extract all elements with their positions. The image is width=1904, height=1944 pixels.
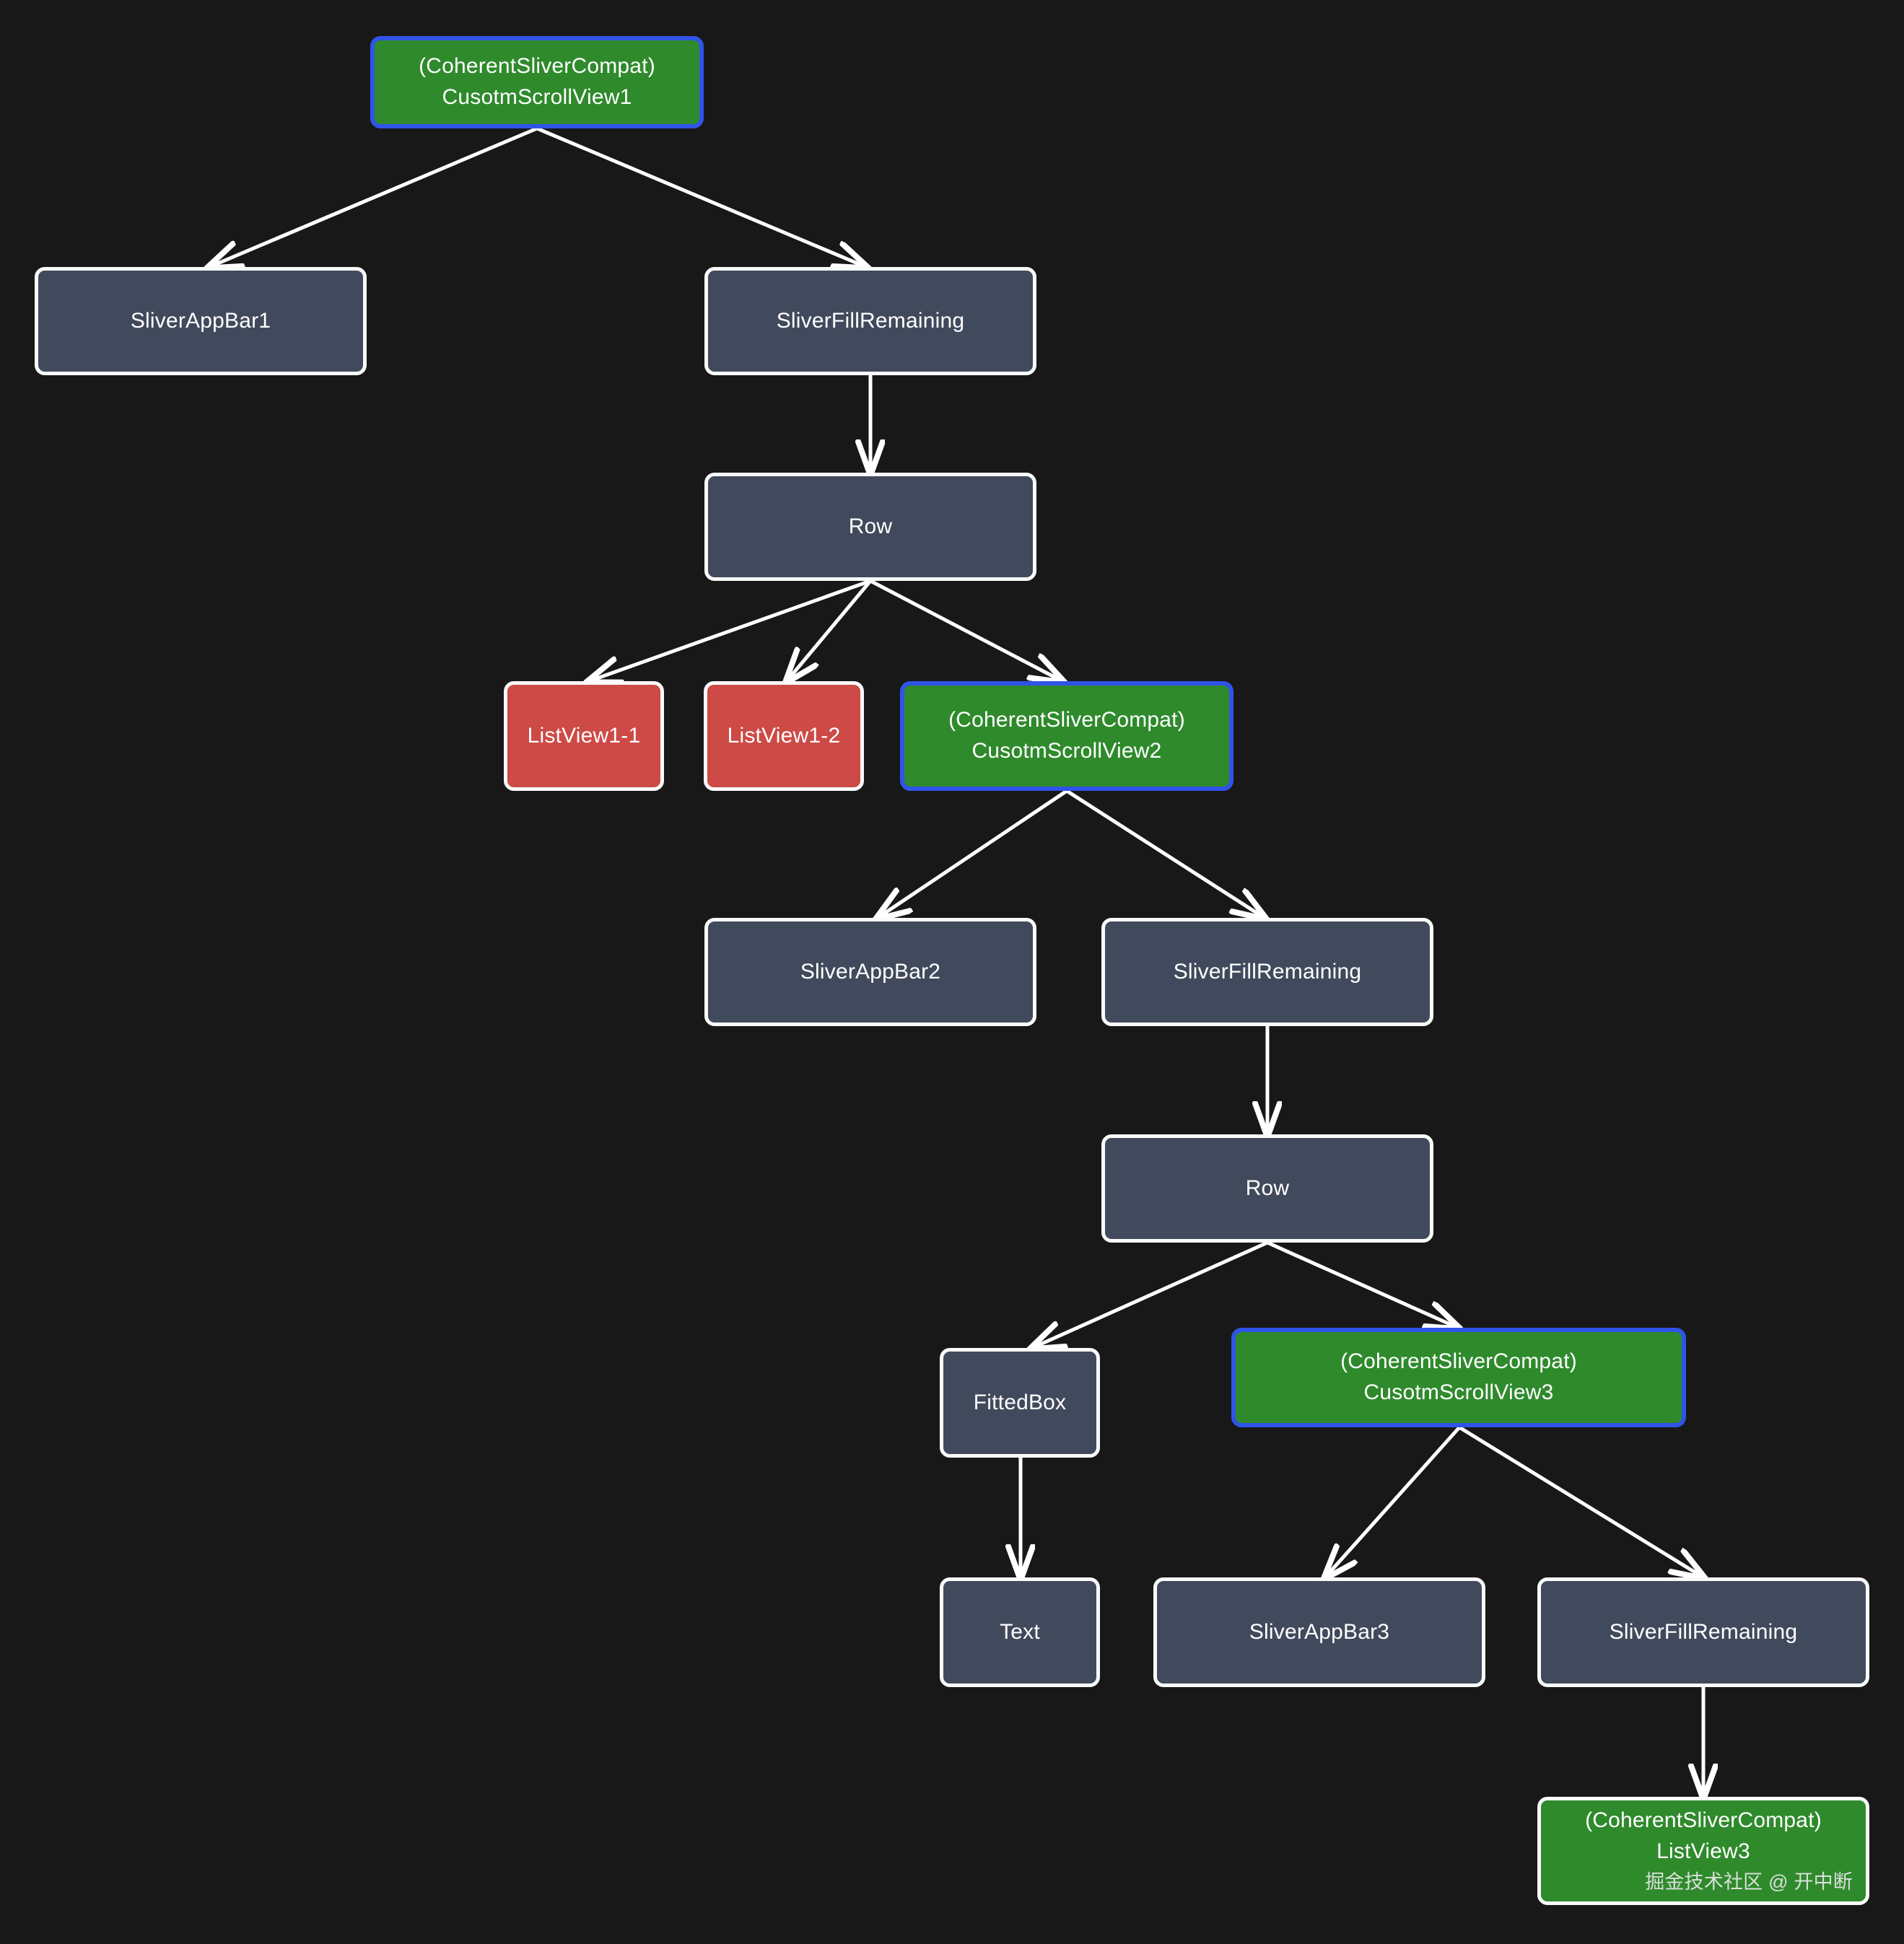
edge-row1-to-listview1-2 <box>787 579 872 681</box>
node-row1-label-1: Row <box>848 514 893 538</box>
node-text-label-1: Text <box>1000 1619 1040 1644</box>
node-sliverfillremaining3-label-1: SliverFillRemaining <box>1609 1619 1798 1644</box>
node-customscrollview2-label-2: CusotmScrollView2 <box>971 739 1162 763</box>
node-customscrollview1-label-2: CusotmScrollView1 <box>442 85 632 109</box>
node-sliverappbar1-label-1: SliverAppBar1 <box>130 308 271 333</box>
edge-customscrollview2-to-sliverfillremaining2 <box>1065 789 1265 918</box>
edge-customscrollview1-to-sliverfillremaining1 <box>536 126 866 267</box>
node-sliverfillremaining3[interactable]: SliverFillRemaining <box>1537 1577 1869 1687</box>
node-fittedbox-label-1: FittedBox <box>973 1390 1067 1414</box>
node-row2-label-1: Row <box>1245 1175 1290 1200</box>
node-text[interactable]: Text <box>940 1577 1100 1687</box>
edge-customscrollview2-to-sliverappbar2 <box>878 789 1068 918</box>
node-listview1-2[interactable]: ListView1-2 <box>704 681 864 791</box>
node-row2[interactable]: Row <box>1101 1134 1433 1243</box>
node-listview1-1[interactable]: ListView1-1 <box>504 681 664 791</box>
edge-row2-to-customscrollview3 <box>1266 1240 1458 1328</box>
node-customscrollview2[interactable]: (CoherentSliverCompat) CusotmScrollView2 <box>900 681 1233 791</box>
node-sliverappbar3-label-1: SliverAppBar3 <box>1249 1619 1390 1644</box>
watermark-text: 掘金技术社区 @ 开中断 <box>1645 1871 1853 1893</box>
edge-customscrollview3-to-sliverfillremaining3 <box>1458 1425 1703 1577</box>
node-sliverfillremaining2-label-1: SliverFillRemaining <box>1173 959 1362 984</box>
node-customscrollview3-label-1: (CoherentSliverCompat) <box>1340 1349 1577 1374</box>
edge-row1-to-customscrollview2 <box>869 579 1062 681</box>
node-customscrollview2-label-1: (CoherentSliverCompat) <box>948 708 1185 732</box>
node-listview3[interactable]: (CoherentSliverCompat) ListView3 掘金技术社区 @ … <box>1537 1797 1869 1905</box>
node-customscrollview3-label-2: CusotmScrollView3 <box>1363 1380 1554 1404</box>
node-sliverfillremaining1[interactable]: SliverFillRemaining <box>704 267 1036 375</box>
node-listview1-2-label-1: ListView1-2 <box>727 723 841 748</box>
node-customscrollview1[interactable]: (CoherentSliverCompat) CusotmScrollView1 <box>370 36 704 128</box>
node-sliverappbar1[interactable]: SliverAppBar1 <box>35 267 367 375</box>
node-row1[interactable]: Row <box>704 473 1036 581</box>
node-listview3-label-2: ListView3 <box>1656 1839 1750 1863</box>
edge-customscrollview3-to-sliverappbar3 <box>1325 1426 1461 1577</box>
node-sliverfillremaining2[interactable]: SliverFillRemaining <box>1101 918 1433 1026</box>
node-customscrollview1-label-1: (CoherentSliverCompat) <box>419 54 655 79</box>
node-customscrollview3[interactable]: (CoherentSliverCompat) CusotmScrollView3 <box>1231 1328 1686 1427</box>
node-sliverappbar2-label-1: SliverAppBar2 <box>800 959 941 984</box>
node-sliverappbar2[interactable]: SliverAppBar2 <box>704 918 1036 1026</box>
node-listview3-label-1: (CoherentSliverCompat) <box>1585 1808 1822 1833</box>
node-sliverfillremaining1-label-1: SliverFillRemaining <box>776 308 965 333</box>
node-sliverappbar3[interactable]: SliverAppBar3 <box>1153 1577 1485 1687</box>
node-listview1-1-label-1: ListView1-1 <box>527 723 641 748</box>
edge-row1-to-listview1-1 <box>589 579 871 681</box>
edge-customscrollview1-to-sliverappbar1 <box>209 126 538 267</box>
node-fittedbox[interactable]: FittedBox <box>940 1348 1100 1458</box>
